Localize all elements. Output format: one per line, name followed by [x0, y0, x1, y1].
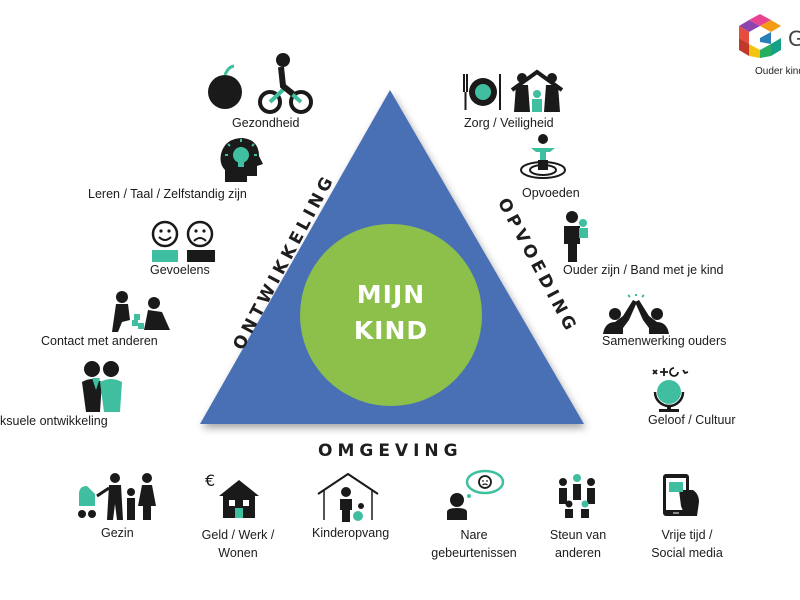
head-lightbulb-icon [220, 138, 263, 182]
daycare-icon [317, 472, 379, 522]
center-line-1: MIJN [356, 280, 426, 309]
family-house-icon [463, 69, 564, 112]
item-label-seksuele: ksuele ontwikkeling [0, 414, 108, 428]
smartphone-icon [663, 474, 699, 516]
sad-thought-icon [447, 469, 505, 520]
item-label-gezin: Gezin [101, 526, 134, 540]
item-label-vrije-line1: Vrije tijd / [661, 528, 713, 542]
high-five-icon [603, 294, 669, 334]
family-stroller-icon [78, 473, 156, 520]
group-support-icon [559, 474, 595, 518]
brand-letter: G [788, 26, 800, 51]
brand-tagline: Ouder kind [755, 66, 800, 77]
item-label-geld-line2: Wonen [218, 546, 258, 560]
item-label-contact: Contact met anderen [41, 334, 158, 348]
item-label-gevoelens: Gevoelens [150, 263, 210, 277]
svg-text:€: € [205, 472, 215, 490]
item-label-nare-line1: Nare [460, 528, 488, 542]
item-label-steun: Steun van anderen [550, 526, 606, 562]
item-label-nare: Nare gebeurtenissen [431, 526, 516, 562]
item-label-geld-line1: Geld / Werk / [201, 528, 275, 542]
item-label-steun-line2: anderen [555, 546, 601, 560]
parent-child-icon [564, 211, 588, 262]
item-label-samenwerking: Samenwerking ouders [602, 334, 727, 348]
item-label-nare-line2: gebeurtenissen [431, 546, 517, 560]
center-line-2: KIND [353, 316, 429, 345]
item-label-geld: Geld / Werk / Wonen [202, 526, 275, 562]
item-label-leren: Leren / Taal / Zelfstandig zijn [88, 187, 247, 201]
health-bicycle-icon [208, 53, 313, 114]
globe-religions-icon [652, 367, 689, 412]
person-sitting-icon [520, 134, 566, 179]
item-label-kinderopvang: Kinderopvang [312, 526, 390, 540]
item-label-gezondheid: Gezondheid [232, 116, 300, 130]
smiley-faces-icon [151, 220, 215, 262]
brand-logo-icon [739, 14, 781, 58]
couple-icon [82, 361, 122, 412]
item-label-geloof: Geloof / Cultuur [648, 413, 736, 427]
children-playing-icon [112, 291, 170, 332]
item-label-steun-line1: Steun van [549, 528, 607, 542]
center-circle: MIJN KIND [300, 224, 482, 406]
house-euro-icon: € [205, 472, 259, 518]
item-label-vrije-line2: Social media [651, 546, 723, 560]
item-label-vrije-tijd: Vrije tijd / Social media [651, 526, 723, 562]
item-label-ouder-zijn: Ouder zijn / Band met je kind [563, 263, 724, 277]
item-label-zorg: Zorg / Veiligheid [464, 116, 554, 130]
side-label-bottom: OMGEVING [318, 441, 463, 461]
item-label-opvoeden: Opvoeden [522, 186, 580, 200]
